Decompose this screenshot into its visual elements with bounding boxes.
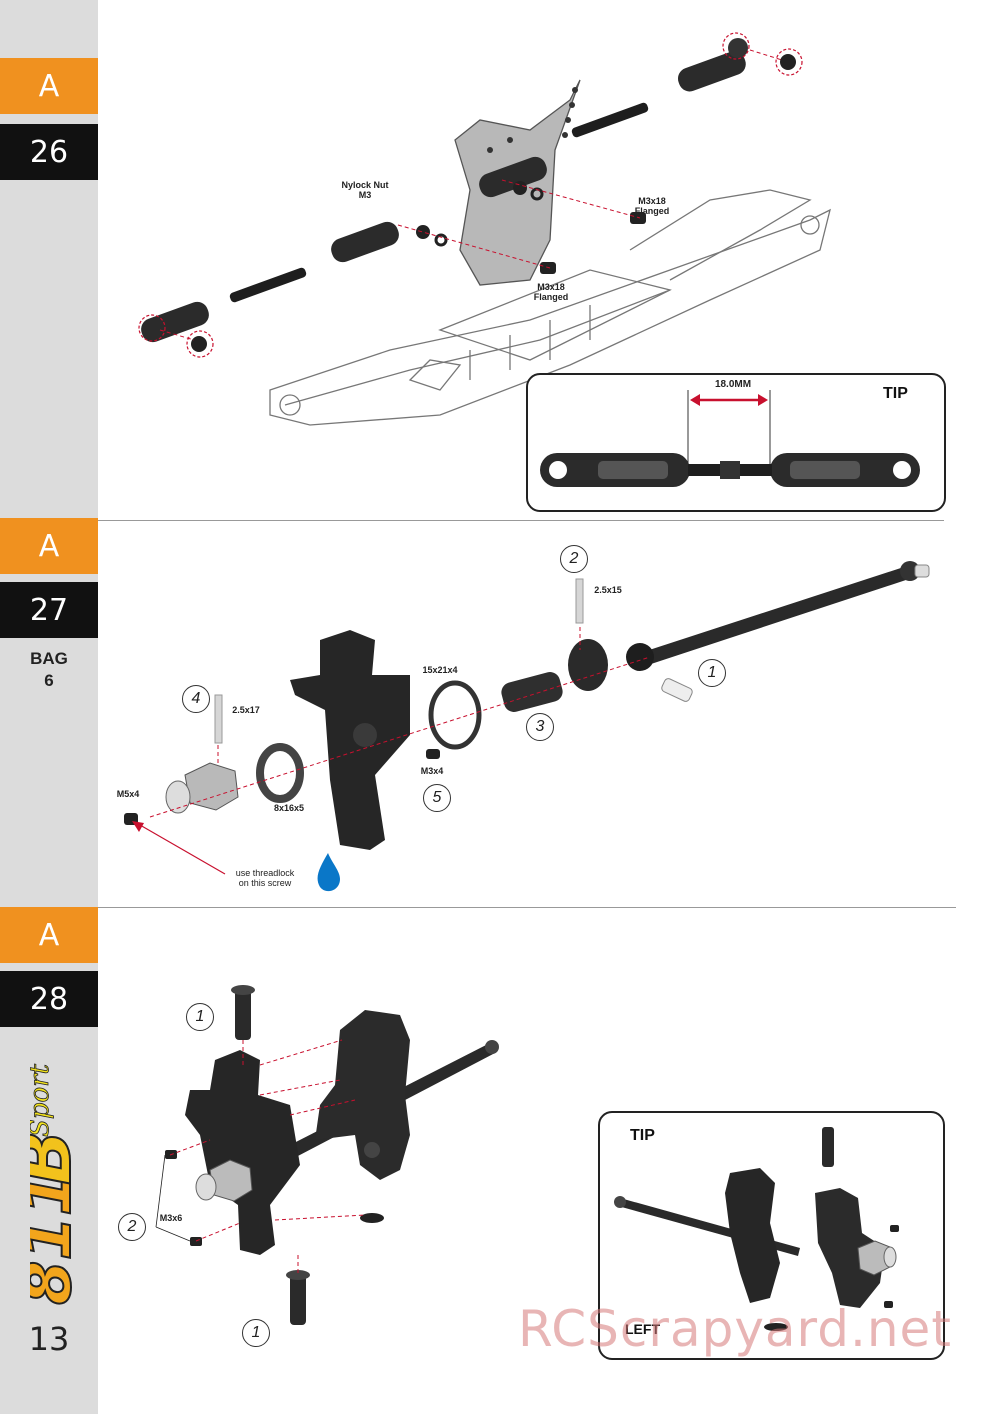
svg-text:B: B [30,1130,87,1185]
step-letter-tab: A [0,518,98,574]
sidebar [0,0,98,1414]
watermark: RCScrapyard.net [518,1300,952,1358]
svg-text:Sport: Sport [30,1063,55,1137]
setscrew-size-label: M3x4 [420,766,444,776]
shock-tower-camber-link-illustration [138,32,831,426]
screw-label-flanged: Flanged [533,292,569,302]
tip-box-left-side: TIP LEFT [598,1111,945,1360]
step-letter-tab: A [0,907,98,963]
callout-number: 1 [242,1319,270,1347]
step-28-diagram: M3x6 1 2 1 [110,965,530,1365]
screw-size-label: M3x6 [159,1213,183,1223]
nylock-nut-size: M3 [358,190,372,200]
bearing-size-label: 15x21x4 [422,665,458,675]
screw-label: M3x18 [537,282,565,292]
setscrew-size-label: M5x4 [116,789,140,799]
callout-number: 3 [526,713,554,741]
b-sport-logo: 811 B Sport [30,1063,88,1306]
step-letter-tab: A [0,58,98,114]
callout-number: 2 [560,545,588,573]
callout-number: 2 [118,1213,146,1241]
pin-size-label: 2.5x15 [594,585,622,595]
tip-title: TIP [630,1127,655,1144]
step-27-diagram: 2.5x15 15x21x4 2.5x17 M3x4 M5x4 8x16x5 u… [110,535,950,900]
side-label: LEFT [625,1321,660,1337]
step-number-tab: 27 [0,582,98,638]
steering-knuckle-axle-illustration [124,561,930,892]
section-divider [98,907,956,908]
knuckle-caster-block-illustration [155,985,499,1325]
step-number-tab: 28 [0,971,98,1027]
dimension-label: 18.0MM [714,379,752,390]
callout-number: 4 [182,685,210,713]
turnbuckle-illustration [540,390,920,487]
tip-box-link-length: TIP 18.0MM [526,373,946,512]
screw-label: M3x18 [638,196,666,206]
threadlock-note: on this screw [238,878,292,888]
screw-label-flanged: Flanged [634,206,670,216]
callout-number: 1 [186,1003,214,1031]
pin-size-label: 2.5x17 [232,705,260,715]
callout-number: 5 [423,784,451,812]
bag-number: 6 [44,671,54,690]
bearing-size-label: 8x16x5 [273,803,305,813]
callout-number: 1 [698,659,726,687]
page-number: 13 [28,1320,70,1358]
bag-label: BAG [30,649,68,668]
nylock-nut-label: Nylock Nut [341,180,389,190]
tip-title: TIP [883,385,908,402]
section-divider [98,520,944,521]
threadlock-note: use threadlock [235,868,295,878]
left-knuckle-tip-illustration [614,1127,899,1331]
step-26-diagram: Nylock Nut M3 M3x18 Flanged M3x18 Flange… [110,20,970,515]
svg-text:811: 811 [30,1171,86,1305]
step-number-tab: 26 [0,124,98,180]
